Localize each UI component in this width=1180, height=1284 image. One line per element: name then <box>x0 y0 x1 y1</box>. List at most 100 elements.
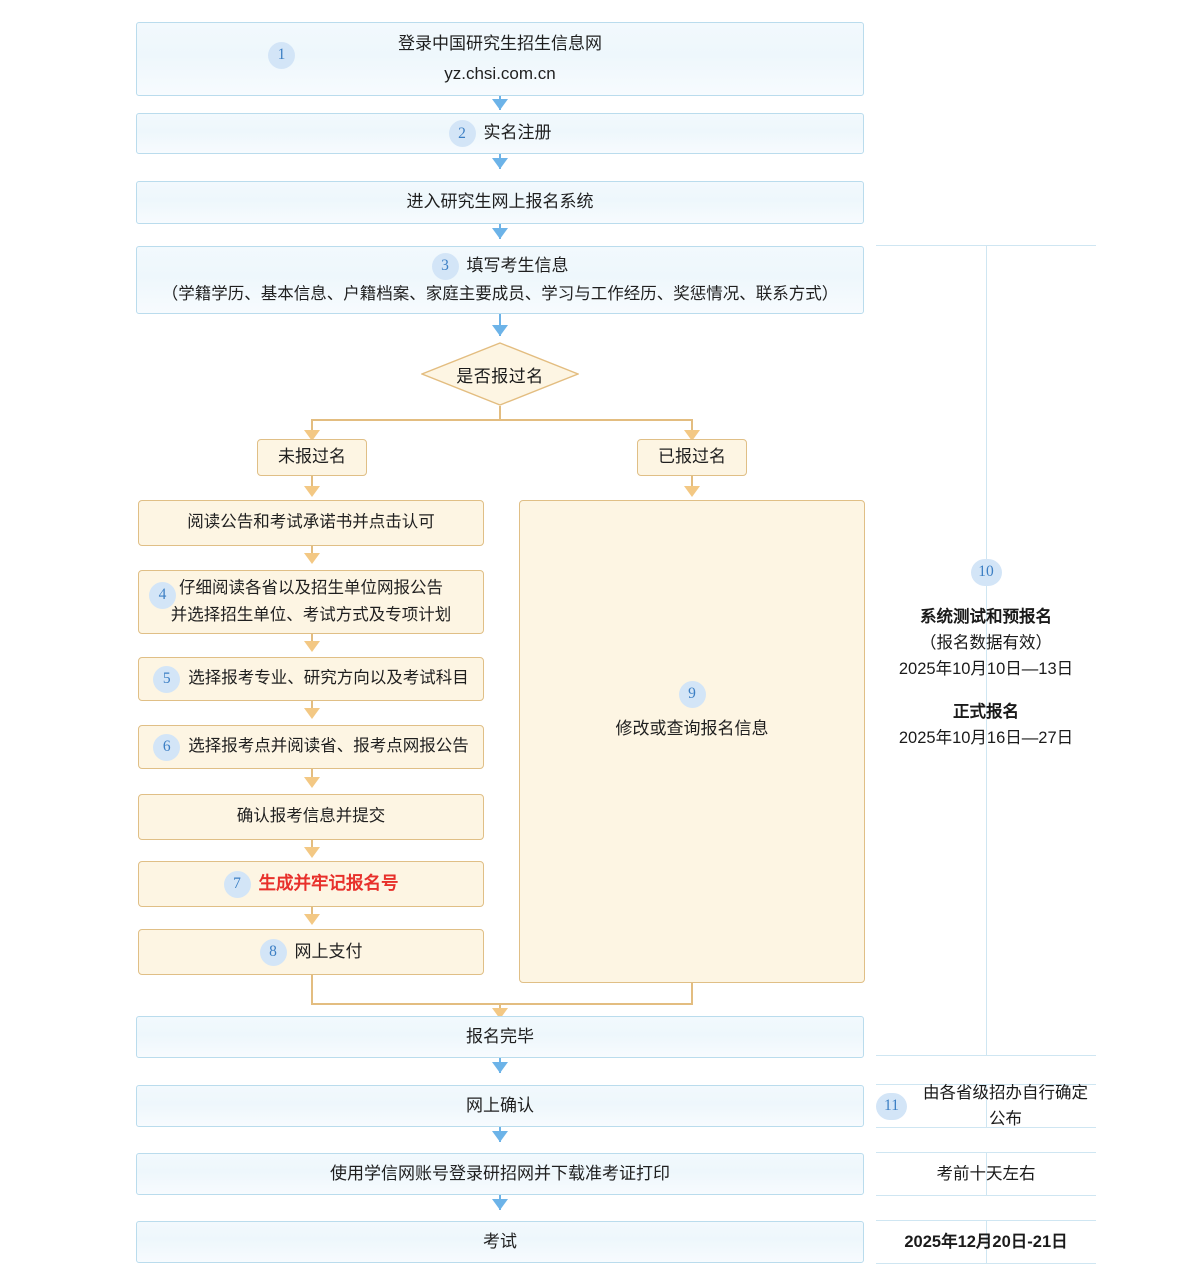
connector-decision-right <box>691 419 693 436</box>
arrow-l1-l2 <box>304 553 320 564</box>
connector-right-branch-down <box>691 476 693 490</box>
schedule-row-exam-text: 2025年12月20日-21日 <box>904 1232 1068 1251</box>
step-number-5: 5 <box>153 665 181 693</box>
arrow-4-decision <box>492 325 508 336</box>
node-online-confirmation-label: 网上确认 <box>466 1095 534 1115</box>
node-enter-system[interactable]: 进入研究生网上报名系统 <box>136 181 864 224</box>
node-online-payment-label: 网上支付 <box>294 941 363 961</box>
node-online-confirmation[interactable]: 网上确认 <box>136 1085 864 1127</box>
schedule-block-registration-dates: 10 系统测试和预报名 （报名数据有效） 2025年10月10日—13日 正式报… <box>876 555 1096 755</box>
arrow-l5-l6 <box>304 847 320 858</box>
arrow-end3-end4 <box>492 1199 508 1210</box>
node-generate-registration-number-label: 生成并牢记报名号 <box>258 873 399 894</box>
node-select-exam-site[interactable]: 6 选择报考点并阅读省、报考点网报公告 <box>138 725 484 769</box>
node-real-name-register[interactable]: 2 实名注册 <box>136 113 864 154</box>
schedule-rule-row1-bottom <box>876 1127 1096 1128</box>
schedule-row-ticket-text: 考前十天左右 <box>936 1164 1036 1183</box>
schedule-divider-vertical <box>986 245 987 1055</box>
arrow-left-branch-down <box>304 486 320 497</box>
node-fill-candidate-info-title: 填写考生信息 <box>466 256 569 276</box>
node-registration-complete-label: 报名完毕 <box>466 1026 534 1046</box>
node-read-announcement-label: 阅读公告和考试承诺书并点击认可 <box>187 513 435 532</box>
step-number-7: 7 <box>223 870 251 898</box>
arrow-merge-down <box>492 1008 508 1019</box>
step-number-2: 2 <box>448 120 476 147</box>
node-enter-system-label: 进入研究生网上报名系统 <box>406 192 594 212</box>
step-number-3: 3 <box>431 252 459 280</box>
schedule-row-confirmation: 11 由各省级招办自行确定公布 <box>876 1084 1096 1128</box>
schedule-row-confirmation-text: 由各省级招办自行确定公布 <box>923 1083 1088 1128</box>
connector-decision-left <box>311 419 313 436</box>
connector-left-branch-down <box>311 476 313 490</box>
arrow-2-3 <box>492 158 508 169</box>
step-number-8: 8 <box>259 938 287 966</box>
arrow-decision-right <box>684 430 700 441</box>
branch-not-registered[interactable]: 未报过名 <box>257 439 367 476</box>
node-exam[interactable]: 考试 <box>136 1221 864 1263</box>
step-number-11: 11 <box>876 1092 907 1120</box>
arrow-l6-l7 <box>304 914 320 925</box>
node-select-major[interactable]: 5 选择报考专业、研究方向以及考试科目 <box>138 657 484 701</box>
schedule-pre-registration-dates: 2025年10月10日—13日 <box>898 660 1074 679</box>
schedule-formal-registration-dates: 2025年10月16日—27日 <box>898 729 1074 748</box>
schedule-divider-row1 <box>986 1084 987 1127</box>
step-number-1: 1 <box>268 41 295 69</box>
node-registration-complete[interactable]: 报名完毕 <box>136 1016 864 1058</box>
node-modify-or-query[interactable]: 9 修改或查询报名信息 <box>519 500 865 983</box>
schedule-divider-row2 <box>986 1152 987 1195</box>
connector-l4-l5 <box>311 769 313 782</box>
node-read-announcement[interactable]: 阅读公告和考试承诺书并点击认可 <box>138 500 484 546</box>
node-login-site-url: yz.chsi.com.cn <box>444 64 556 83</box>
connector-l6-l7 <box>311 907 313 919</box>
arrow-end2-end3 <box>492 1131 508 1142</box>
arrow-l3-l4 <box>304 708 320 719</box>
node-login-site-line1: 登录中国研究生招生信息网 <box>398 33 602 53</box>
branch-not-registered-label: 未报过名 <box>278 447 346 467</box>
arrow-l4-l5 <box>304 777 320 788</box>
arrow-end1-end2 <box>492 1062 508 1073</box>
step-number-4: 4 <box>149 581 176 609</box>
branch-already-registered-label: 已报过名 <box>658 447 726 467</box>
schedule-formal-registration-title: 正式报名 <box>953 702 1019 721</box>
arrow-decision-left <box>304 430 320 441</box>
node-fill-candidate-info-detail: （学籍学历、基本信息、户籍档案、家庭主要成员、学习与工作经历、奖惩情况、联系方式… <box>161 284 839 303</box>
node-login-site[interactable]: 1 登录中国研究生招生信息网 yz.chsi.com.cn <box>136 22 864 96</box>
schedule-pre-registration-title: 系统测试和预报名 <box>920 607 1052 626</box>
node-select-major-label: 选择报考专业、研究方向以及考试科目 <box>188 669 469 688</box>
decision-registered-before[interactable]: 是否报过名 <box>421 342 579 406</box>
node-modify-or-query-label: 修改或查询报名信息 <box>615 719 769 738</box>
node-confirm-submit[interactable]: 确认报考信息并提交 <box>138 794 484 840</box>
step-number-6: 6 <box>153 733 181 761</box>
connector-l5-l6 <box>311 840 313 852</box>
node-exam-label: 考试 <box>483 1231 517 1251</box>
node-select-exam-site-label: 选择报考点并阅读省、报考点网报公告 <box>188 737 469 756</box>
arrow-3-4 <box>492 228 508 239</box>
node-generate-registration-number[interactable]: 7 生成并牢记报名号 <box>138 861 484 907</box>
schedule-row-ticket: 考前十天左右 <box>876 1153 1096 1195</box>
arrow-right-branch-down <box>684 486 700 497</box>
node-read-province-announcement-line2: 并选择招生单位、考试方式及专项计划 <box>170 605 452 624</box>
connector-l7-merge <box>311 975 313 1004</box>
node-read-province-announcement[interactable]: 4 仔细阅读各省以及招生单位网报公告 并选择招生单位、考试方式及专项计划 <box>138 570 484 634</box>
step-number-10: 10 <box>970 558 1002 586</box>
node-fill-candidate-info[interactable]: 3 填写考生信息 （学籍学历、基本信息、户籍档案、家庭主要成员、学习与工作经历、… <box>136 246 864 314</box>
connector-r1-merge <box>691 983 693 1004</box>
node-real-name-register-label: 实名注册 <box>483 123 552 143</box>
node-read-province-announcement-line1: 仔细阅读各省以及招生单位网报公告 <box>179 578 443 597</box>
schedule-row-exam: 2025年12月20日-21日 <box>876 1221 1096 1263</box>
schedule-rule-after-block <box>876 1055 1096 1056</box>
connector-l3-l4 <box>311 701 313 713</box>
connector-decision-stem <box>499 406 501 420</box>
node-online-payment[interactable]: 8 网上支付 <box>138 929 484 975</box>
schedule-divider-row3 <box>986 1220 987 1263</box>
step-number-9: 9 <box>678 681 706 708</box>
connector-merge-bar <box>311 1003 693 1005</box>
decision-label: 是否报过名 <box>456 366 544 386</box>
connector-l2-l3 <box>311 634 313 646</box>
node-confirm-submit-label: 确认报考信息并提交 <box>236 807 386 826</box>
connector-decision-split <box>311 419 692 421</box>
node-download-admission-ticket[interactable]: 使用学信网账号登录研招网并下载准考证打印 <box>136 1153 864 1195</box>
arrow-1-2 <box>492 99 508 110</box>
branch-already-registered[interactable]: 已报过名 <box>637 439 747 476</box>
